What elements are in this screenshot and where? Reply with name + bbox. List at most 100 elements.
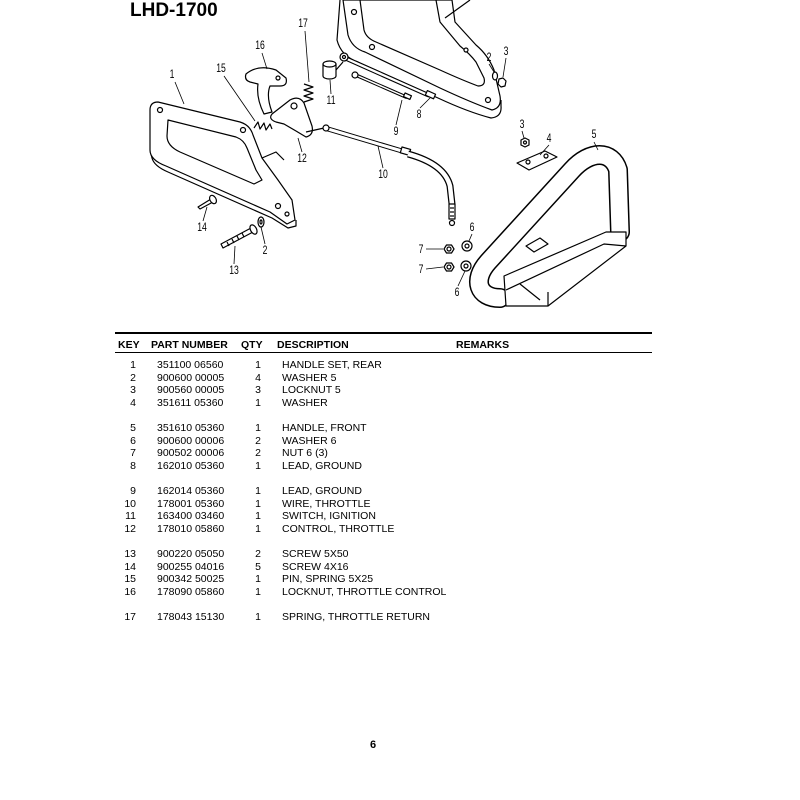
header-remarks: REMARKS <box>456 339 510 351</box>
cell-key: 6 <box>130 434 136 447</box>
callout-label: 14 <box>197 222 207 235</box>
callout-label: 7 <box>419 244 424 257</box>
cell-qty: 1 <box>255 610 261 623</box>
callout-label: 13 <box>229 265 239 278</box>
screw-short <box>197 194 218 210</box>
cell-key: 4 <box>130 396 136 409</box>
cell-qty: 3 <box>255 384 261 397</box>
cell-part-number: 351610 05360 <box>157 421 225 434</box>
callout-label: 12 <box>297 153 307 166</box>
cell-qty: 1 <box>255 359 261 371</box>
cell-description: NUT 6 (3) <box>282 447 328 460</box>
cell-part-number: 900220 05050 <box>157 547 225 560</box>
cell-description: SCREW 4X16 <box>282 560 349 573</box>
cell-qty: 1 <box>255 510 261 523</box>
cell-key: 1 <box>130 359 136 371</box>
cell-part-number: 178001 05360 <box>157 497 225 510</box>
cell-part-number: 178090 05860 <box>157 585 225 598</box>
cell-key: 10 <box>124 497 136 510</box>
cell-qty: 2 <box>255 547 261 560</box>
engine-frame-partial <box>336 0 502 119</box>
callout-label: 15 <box>216 63 226 76</box>
callout-label: 10 <box>378 169 388 182</box>
cell-qty: 1 <box>255 459 261 472</box>
front-handle <box>469 145 630 308</box>
callout-label: 17 <box>298 18 308 31</box>
callout-label: 9 <box>394 126 399 139</box>
parts-diagram: 17 16 15 1 11 8 9 12 10 2 3 3 4 5 6 7 7 … <box>149 0 630 308</box>
callout-label: 16 <box>255 40 265 53</box>
cell-part-number: 900560 00005 <box>157 384 225 397</box>
throttle-control <box>270 97 325 138</box>
ground-lead-lower <box>351 71 413 101</box>
cell-part-number: 163400 03460 <box>157 510 225 523</box>
cell-description: LEAD, GROUND <box>282 459 362 472</box>
cell-part-number: 900600 00005 <box>157 371 225 384</box>
washers-and-nuts <box>443 240 473 272</box>
group-spacer <box>0 535 800 548</box>
cell-qty: 2 <box>255 434 261 447</box>
cell-description: CONTROL, THROTTLE <box>282 522 395 535</box>
throttle-return-spring <box>303 83 314 103</box>
cell-description: SCREW 5X50 <box>282 547 349 560</box>
cell-description: LOCKNUT 5 <box>282 384 341 397</box>
rear-handle-plate <box>149 101 297 229</box>
cell-key: 5 <box>130 421 136 434</box>
cell-key: 12 <box>124 522 136 535</box>
group-spacer <box>0 409 800 422</box>
cell-key: 11 <box>125 510 136 523</box>
cell-key: 14 <box>124 560 136 573</box>
cell-qty: 2 <box>255 447 261 460</box>
cell-part-number: 351611 05360 <box>157 396 224 409</box>
cell-description: WASHER <box>282 396 328 409</box>
callout-label: 3 <box>520 119 525 132</box>
cell-part-number: 178043 15130 <box>157 610 225 623</box>
cell-description: SPRING, THROTTLE RETURN <box>282 610 430 623</box>
header-key: KEY <box>118 339 140 351</box>
cell-key: 16 <box>124 585 136 598</box>
header-qty: QTY <box>241 339 263 351</box>
cell-part-number: 900255 04016 <box>157 560 225 573</box>
cell-description: WASHER 5 <box>282 371 337 384</box>
cell-qty: 1 <box>255 484 261 497</box>
spring-pin <box>253 121 273 131</box>
table-row: 2 900600 00005 4 WASHER 5 <box>0 372 800 385</box>
locknut-mid <box>520 137 530 148</box>
callout-label: 3 <box>504 46 509 59</box>
throttle-control-lock <box>244 67 287 115</box>
cell-qty: 1 <box>255 573 261 586</box>
callout-labels: 17 16 15 1 11 8 9 12 10 2 3 3 4 5 6 7 7 … <box>170 18 597 300</box>
cell-qty: 5 <box>255 560 261 573</box>
cell-part-number: 162010 05360 <box>157 459 225 472</box>
cell-qty: 1 <box>255 522 261 535</box>
cell-part-number: 900600 00006 <box>157 434 225 447</box>
throttle-wire <box>322 124 456 227</box>
screw-long <box>220 224 258 249</box>
cell-key: 7 <box>130 447 136 460</box>
cell-part-number: 178010 05860 <box>157 522 225 535</box>
cell-description: PIN, SPRING 5X25 <box>282 573 374 586</box>
callout-label: 2 <box>487 52 492 65</box>
table-row: 14 900255 04016 5 SCREW 4X16 <box>0 561 800 574</box>
page-title: LHD-1700 <box>130 0 218 21</box>
cell-key: 2 <box>130 371 136 384</box>
header-description: DESCRIPTION <box>277 339 349 351</box>
callout-label: 6 <box>470 222 475 235</box>
cell-part-number: 351100 06560 <box>157 359 224 371</box>
cell-description: LEAD, GROUND <box>282 484 362 497</box>
cell-qty: 1 <box>255 421 261 434</box>
cell-qty: 4 <box>255 371 261 384</box>
